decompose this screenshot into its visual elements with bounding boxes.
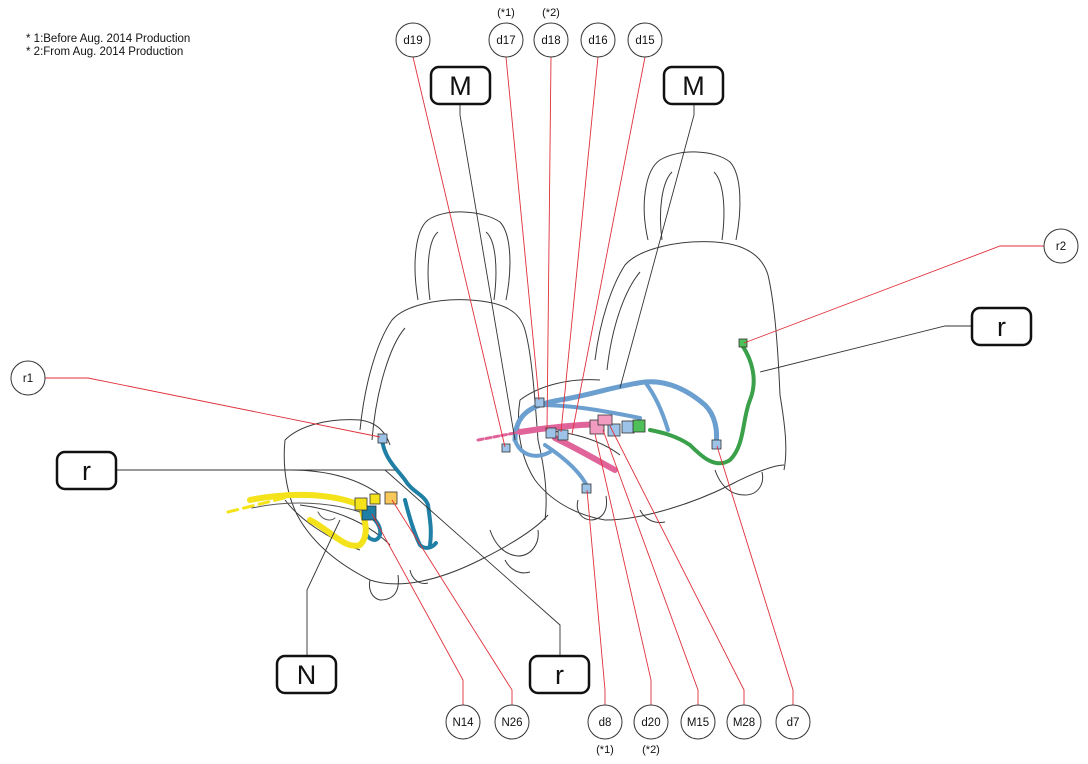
harness-box-r-left: r: [55, 450, 118, 491]
leader-r-bottom: [384, 469, 561, 656]
leader-d8: [586, 489, 606, 705]
footnote-ref: (*1): [596, 744, 614, 756]
connector-labels-top: d19 d17 (*1) d18 (*2) d16 d15: [395, 7, 663, 58]
leader-m28: [609, 425, 745, 705]
connector-label-n14: N14: [445, 704, 481, 740]
footnote-ref: (*2): [642, 744, 660, 756]
svg-text:d20: d20: [641, 717, 660, 729]
wire-harnesses: [226, 343, 756, 550]
svg-text:r: r: [555, 660, 564, 690]
leader-d15: [571, 56, 646, 435]
connector-label-d7: d7: [775, 704, 811, 740]
harness-box-m-right: M: [662, 65, 725, 106]
connector-label-d19: d19: [395, 22, 431, 58]
svg-text:d16: d16: [588, 35, 607, 47]
footnote-ref: (*1): [497, 7, 515, 19]
leader-d19: [412, 56, 506, 448]
leader-n26: [391, 499, 513, 705]
connector-label-d8: d8 (*1): [587, 704, 623, 756]
leader-d17: [505, 56, 540, 401]
leader-d20: [594, 433, 652, 705]
svg-text:M: M: [682, 71, 705, 101]
leader-r2: [743, 245, 1044, 344]
connector-label-d18: d18 (*2): [533, 7, 569, 58]
leader-lines-black: [116, 104, 972, 656]
svg-text:M28: M28: [733, 717, 755, 729]
svg-text:d18: d18: [541, 35, 560, 47]
svg-text:r1: r1: [23, 373, 33, 385]
connector-labels-bottom: N14 N26 d8 (*1) d20 (*2) M15 M28 d7: [445, 704, 811, 756]
connector-label-d16: d16: [580, 22, 616, 58]
left-seat-headrest: [414, 211, 511, 301]
right-seat-back: [594, 241, 787, 471]
svg-text:d7: d7: [787, 717, 800, 729]
leader-n-bottom: [306, 519, 341, 656]
seat-outlines: [283, 151, 787, 601]
harness-box-r-right: r: [970, 306, 1033, 347]
right-seat-base: [576, 469, 764, 521]
svg-text:N14: N14: [452, 717, 474, 729]
svg-text:d15: d15: [635, 35, 654, 47]
connector-label-r2: r2: [1043, 228, 1079, 264]
leader-r-right: [759, 325, 972, 373]
svg-text:r2: r2: [1056, 241, 1066, 253]
harness-box-r-bottom: r: [528, 654, 591, 695]
connector-label-m15: M15: [680, 704, 716, 740]
connector-label-d15: d15: [627, 22, 663, 58]
leader-r1: [45, 377, 381, 438]
connector-block-blue: [534, 397, 545, 408]
svg-text:N: N: [297, 660, 317, 690]
connector-label-m28: M28: [726, 704, 762, 740]
footnote-ref: (*2): [542, 7, 560, 19]
svg-text:d17: d17: [496, 35, 515, 47]
svg-text:M: M: [449, 71, 472, 101]
right-seat-headrest: [643, 151, 741, 241]
connector-label-d20: d20 (*2): [633, 704, 669, 756]
leader-n14: [371, 513, 464, 705]
connector-block-green: [632, 419, 646, 433]
note-before-aug-2014: * 1:Before Aug. 2014 Production: [26, 33, 191, 45]
harness-box-m-left: M: [429, 65, 492, 106]
svg-text:d8: d8: [599, 717, 612, 729]
svg-text:N26: N26: [501, 717, 522, 729]
left-seat-base: [369, 529, 539, 601]
leader-lines-red: [45, 56, 1044, 705]
leader-d7: [716, 445, 794, 705]
svg-text:M15: M15: [687, 717, 709, 729]
leader-d18: [546, 56, 552, 431]
svg-text:d19: d19: [403, 35, 422, 47]
left-seat-back: [359, 299, 547, 521]
harness-box-labels: M M r r r N: [55, 65, 1033, 695]
svg-text:r: r: [82, 456, 91, 486]
connector-label-n26: N26: [494, 704, 530, 740]
note-from-aug-2014: * 2:From Aug. 2014 Production: [26, 46, 184, 58]
leader-d16: [560, 56, 599, 433]
connector-blocks: [354, 338, 748, 521]
svg-text:r: r: [997, 312, 1006, 342]
connector-label-d17: d17 (*1): [488, 7, 524, 58]
green-harness: [648, 343, 756, 466]
leader-m15: [602, 429, 699, 705]
connector-label-r1: r1: [10, 360, 46, 396]
connector-labels-side: r1 r2: [10, 228, 1079, 396]
leader-m-left: [459, 104, 516, 441]
harness-box-n-bottom: N: [275, 654, 338, 695]
right-seat-cushion: [517, 379, 785, 521]
connector-block-yellow: [354, 497, 368, 511]
leader-m-right: [619, 104, 695, 389]
